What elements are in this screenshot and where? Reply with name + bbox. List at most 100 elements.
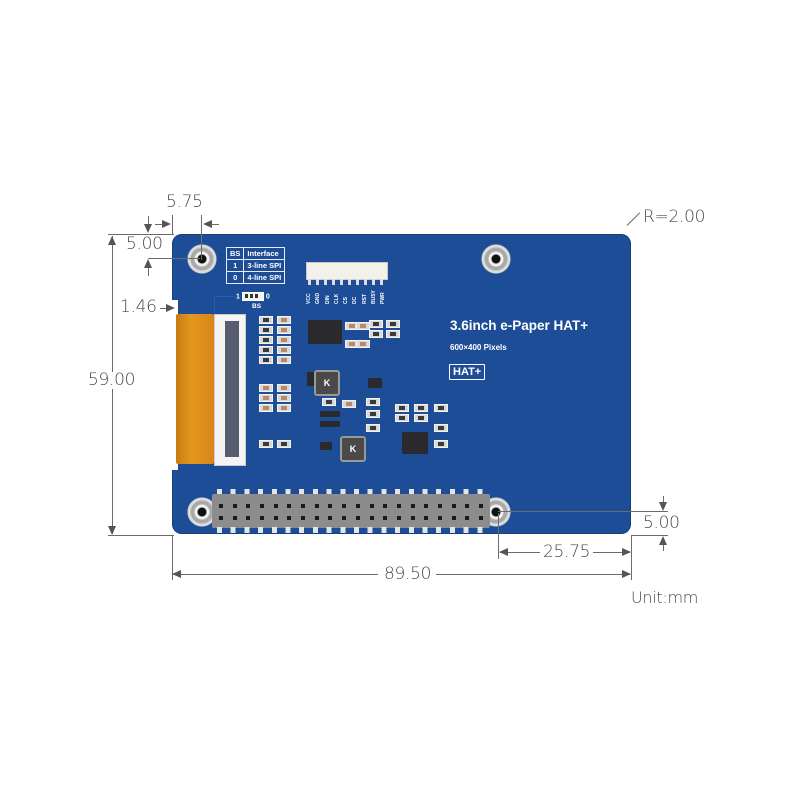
bs-table-header-interface: Interface	[243, 247, 286, 260]
gpio-header-pins-top	[214, 489, 488, 495]
extension-line	[631, 535, 668, 536]
smd-resistor	[366, 410, 380, 418]
dimension-width: 89.50	[384, 564, 432, 584]
arrow-up-icon	[108, 236, 116, 245]
smd-capacitor	[277, 316, 291, 324]
arrow-up-icon	[144, 259, 152, 268]
pin-label: GND	[315, 292, 322, 304]
dimension-bottom-hole-y-offset: 5.00	[643, 513, 680, 533]
dimension-line	[663, 545, 664, 551]
dimension-bottom-hole-x-offset: 25.75	[543, 542, 591, 562]
pin-label: CS	[343, 297, 349, 304]
dimension-line	[211, 224, 219, 225]
hat-plus-badge: HAT+	[449, 364, 486, 380]
smd-resistor	[366, 424, 380, 432]
arrow-right-icon	[622, 570, 631, 578]
extension-line	[631, 535, 632, 580]
pin-label: RST	[361, 294, 368, 304]
smd-resistor	[369, 320, 383, 328]
extension-line	[172, 535, 173, 580]
arrow-right-icon	[166, 304, 175, 312]
pin-label: CLK	[333, 293, 340, 304]
fpc-ribbon-cable	[176, 314, 214, 464]
smd-resistor	[259, 356, 273, 364]
gpio-header-grid	[214, 500, 488, 524]
dimension-fpc-offset: 1.46	[120, 297, 157, 317]
dimension-line	[663, 496, 664, 504]
smd-resistor	[369, 330, 383, 338]
inductor: K	[314, 370, 340, 396]
smd-capacitor	[259, 394, 273, 402]
bs-table-cell: 3-line SPI	[243, 259, 286, 272]
mounting-hole-top-left	[187, 244, 217, 274]
arrow-right-icon	[162, 220, 171, 228]
unit-label: Unit:mm	[631, 588, 699, 607]
smd-capacitor	[342, 400, 356, 408]
bs-table-header-bs: BS	[225, 247, 245, 260]
arrow-up-icon	[659, 536, 667, 545]
smd-capacitor	[356, 322, 370, 330]
fpc-connector	[214, 314, 246, 466]
smd-capacitor	[277, 394, 291, 402]
pcb-board	[172, 234, 631, 534]
smd-capacitor	[277, 336, 291, 344]
dimension-height: 59.00	[88, 370, 136, 390]
board-title: 3.6inch e-Paper HAT+	[450, 318, 589, 333]
dimension-line	[436, 574, 630, 575]
smd-capacitor	[277, 326, 291, 334]
dimension-line	[500, 552, 540, 553]
leader-line	[626, 212, 641, 226]
arrow-down-icon	[144, 224, 152, 233]
smd-capacitor	[277, 346, 291, 354]
pin-label: BUSY	[370, 290, 377, 304]
smd-resistor	[395, 414, 409, 422]
smd-resistor	[259, 326, 273, 334]
pin-labels: VCC GND DIN CLK CS DC RST BUSY PWR	[306, 286, 386, 304]
arrow-down-icon	[659, 502, 667, 511]
dimension-line	[148, 268, 149, 276]
dimension-corner-radius: R=2.00	[643, 207, 706, 227]
extension-line	[498, 511, 668, 512]
smd-capacitor	[277, 384, 291, 392]
pcb-trace	[214, 296, 235, 317]
smd-capacitor	[356, 340, 370, 348]
smd-resistor	[434, 404, 448, 412]
smd-resistor	[395, 404, 409, 412]
transistor	[368, 378, 382, 388]
arrow-down-icon	[108, 526, 116, 535]
dimension-line	[593, 552, 630, 553]
smd-resistor	[259, 440, 273, 448]
dimension-line	[155, 224, 163, 225]
extension-line	[498, 513, 499, 559]
diode	[320, 421, 340, 427]
smd-resistor	[259, 336, 273, 344]
extension-line	[108, 535, 174, 536]
bs-table-cell: 4-line SPI	[243, 271, 286, 284]
capacitor	[307, 372, 315, 386]
ic-chip-level-shifter	[308, 320, 342, 344]
pin-label: DIN	[324, 295, 331, 304]
extension-line	[172, 215, 173, 235]
smd-resistor	[322, 398, 336, 406]
smd-capacitor	[259, 384, 273, 392]
inductor: K	[340, 436, 366, 462]
smd-resistor	[259, 316, 273, 324]
mounting-hole-top-right	[481, 244, 511, 274]
connector-pins	[308, 279, 384, 285]
arrow-left-icon	[499, 548, 508, 556]
smd-resistor	[386, 330, 400, 338]
dimension-line	[148, 216, 149, 224]
smd-capacitor	[277, 404, 291, 412]
smd-resistor	[259, 346, 273, 354]
top-signal-connector	[306, 262, 388, 280]
extension-line	[148, 258, 200, 259]
board-resolution: 600×400 Pixels	[450, 343, 507, 352]
dimension-hole-x-offset: 5.75	[166, 192, 203, 212]
bs-switch-right-label: 0	[265, 293, 270, 301]
smd-capacitor	[259, 404, 273, 412]
smd-resistor	[277, 440, 291, 448]
arrow-left-icon	[203, 220, 212, 228]
smd-resistor	[414, 414, 428, 422]
dimension-hole-y-offset: 5.00	[126, 234, 163, 254]
